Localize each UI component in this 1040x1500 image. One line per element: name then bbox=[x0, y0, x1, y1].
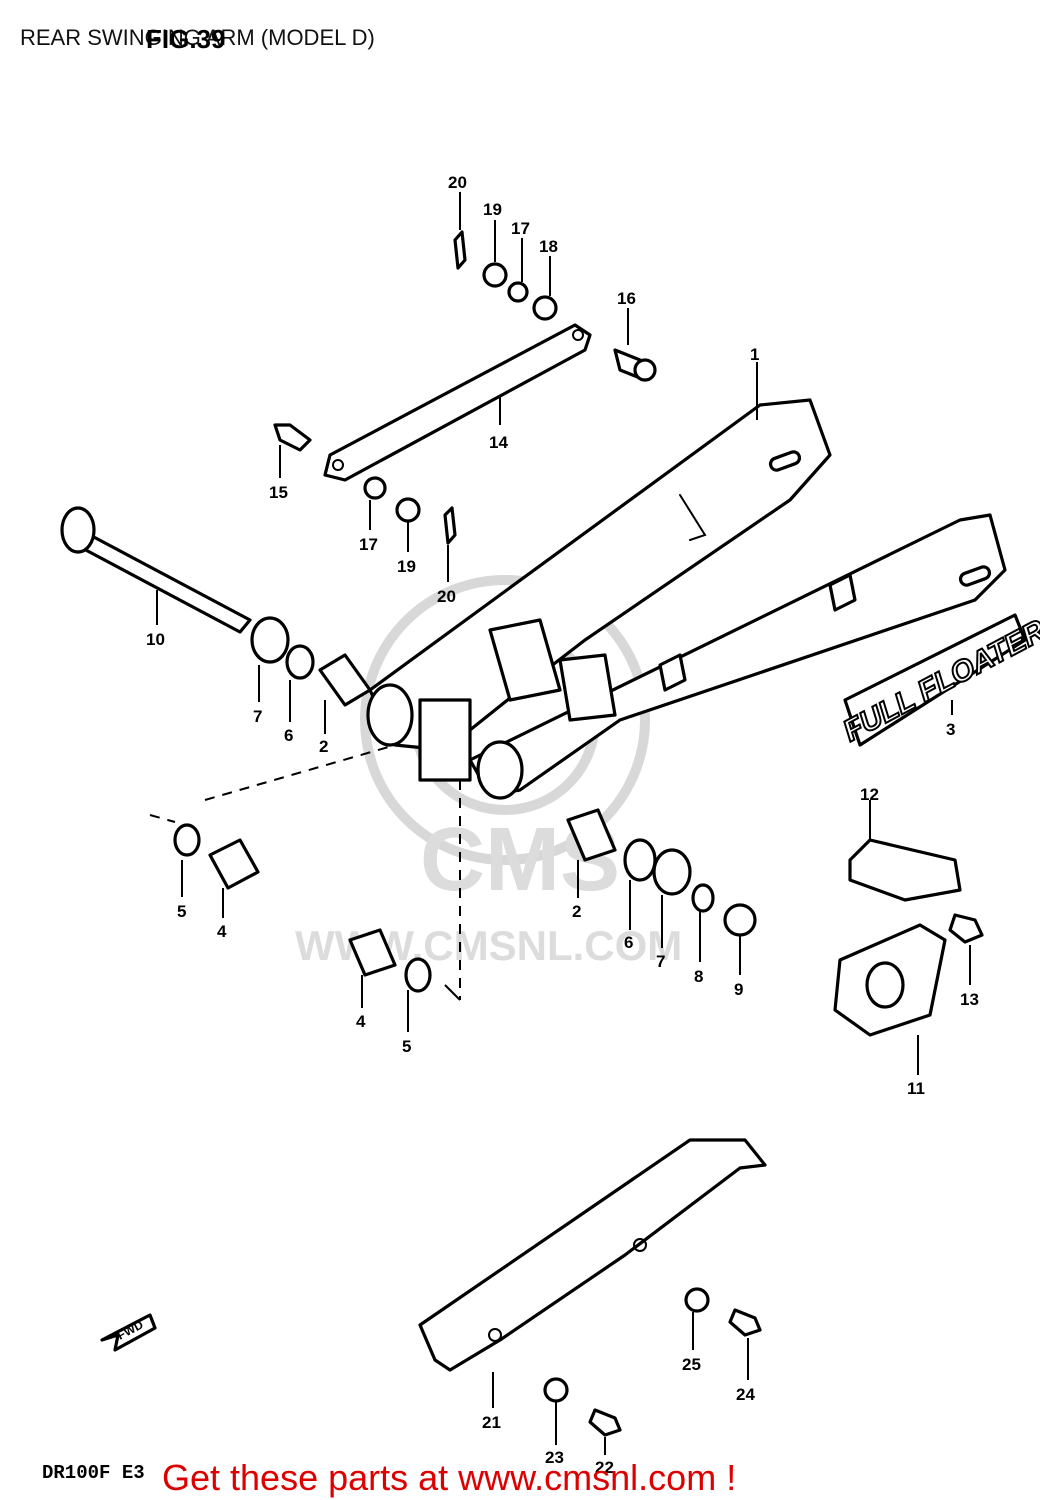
label-4b: 4 bbox=[356, 1012, 366, 1031]
label-16: 16 bbox=[617, 289, 636, 308]
promo-link[interactable]: Get these parts at www.cmsnl.com ! bbox=[162, 1457, 736, 1498]
leader-lines bbox=[156, 192, 971, 1455]
part-labels: 20 19 17 18 16 1 14 15 17 19 20 10 7 6 2… bbox=[146, 173, 979, 1477]
chain-guide[interactable] bbox=[833, 838, 984, 1037]
label-15: 15 bbox=[269, 483, 288, 502]
figure-number: FIG.39 bbox=[146, 24, 225, 54]
label-5b: 5 bbox=[402, 1037, 411, 1056]
label-23: 23 bbox=[545, 1448, 564, 1467]
label-11: 11 bbox=[907, 1079, 925, 1098]
label-17: 17 bbox=[511, 219, 530, 238]
pivot-bolt[interactable] bbox=[60, 506, 252, 634]
label-20b: 20 bbox=[437, 587, 456, 606]
label-22: 22 bbox=[595, 1458, 614, 1477]
label-21: 21 bbox=[482, 1413, 501, 1432]
label-4: 4 bbox=[217, 922, 227, 941]
label-6: 6 bbox=[284, 726, 293, 745]
label-12: 12 bbox=[860, 785, 879, 804]
page-title: REAR SWINGING ARM (MODEL D) bbox=[20, 25, 375, 50]
label-17b: 17 bbox=[359, 535, 378, 554]
chain-case[interactable] bbox=[418, 1138, 767, 1437]
label-1: 1 bbox=[750, 345, 759, 364]
alignment-lines bbox=[149, 734, 461, 1001]
hardware[interactable] bbox=[173, 230, 757, 993]
label-8: 8 bbox=[694, 967, 703, 986]
model-code: DR100F E3 bbox=[42, 1462, 145, 1484]
label-13: 13 bbox=[960, 990, 979, 1009]
swing-arm[interactable] bbox=[366, 398, 1007, 800]
label-20: 20 bbox=[448, 173, 467, 192]
label-9: 9 bbox=[734, 980, 743, 999]
label-18: 18 bbox=[539, 237, 558, 256]
label-3: 3 bbox=[946, 720, 955, 739]
label-2b: 2 bbox=[572, 902, 581, 921]
fwd-arrow: FWD bbox=[100, 1313, 157, 1352]
label-10: 10 bbox=[146, 630, 165, 649]
label-19: 19 bbox=[483, 200, 502, 219]
label-25: 25 bbox=[682, 1355, 701, 1374]
label-19b: 19 bbox=[397, 557, 416, 576]
label-2: 2 bbox=[319, 737, 328, 756]
label-6b: 6 bbox=[624, 933, 633, 952]
label-14: 14 bbox=[489, 433, 508, 452]
torque-link[interactable] bbox=[323, 323, 592, 482]
label-24: 24 bbox=[736, 1385, 755, 1404]
label-7b: 7 bbox=[656, 952, 665, 971]
label-7: 7 bbox=[253, 707, 262, 726]
label-5: 5 bbox=[177, 902, 186, 921]
